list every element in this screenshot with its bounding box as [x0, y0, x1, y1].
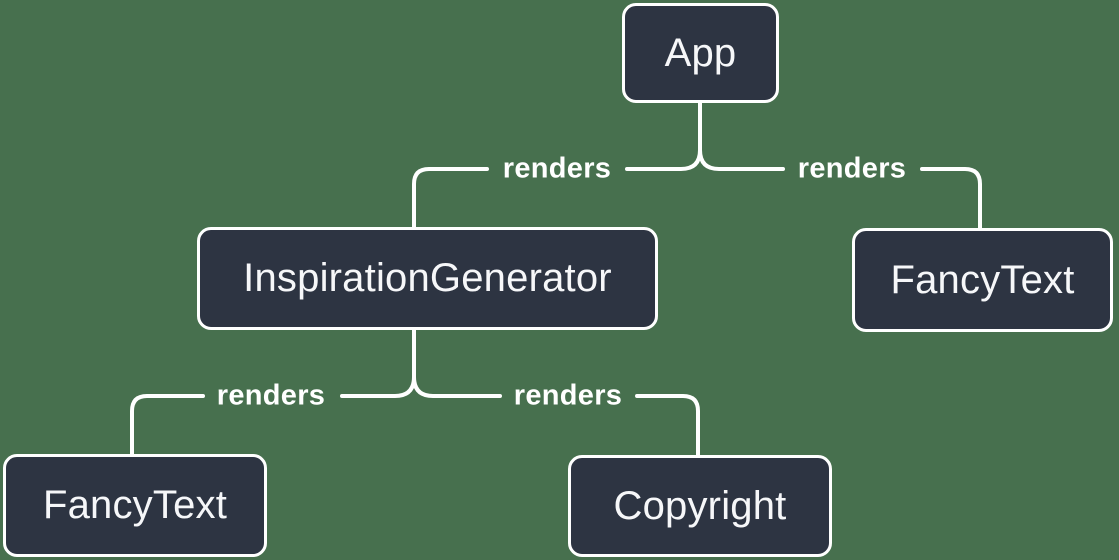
node-fancytext-top: FancyText [852, 228, 1113, 332]
edge-label-app-fancytext: renders [797, 152, 907, 185]
node-copyright: Copyright [568, 455, 832, 557]
edge-app-inspirationgenerator-segment-b [412, 167, 489, 229]
node-app-label: App [664, 30, 737, 75]
edge-label-inspirationgenerator-copyright: renders [513, 379, 623, 412]
node-fancytext-bottom: FancyText [3, 454, 267, 557]
edge-app-inspirationgenerator-segment-a [625, 101, 702, 171]
node-app: App [622, 3, 779, 103]
node-inspiration-generator: InspirationGenerator [197, 227, 658, 330]
edge-label-inspirationgenerator-fancytext: renders [216, 379, 326, 412]
edge-app-fancytext-segment-a [698, 101, 785, 171]
node-copyright-label: Copyright [613, 483, 787, 528]
edge-inspirationgenerator-copyright-segment-a [412, 328, 502, 398]
edge-label-app-inspirationgenerator: renders [502, 152, 612, 185]
node-fancytext-top-label: FancyText [890, 257, 1075, 302]
edge-app-fancytext-segment-b [920, 167, 982, 230]
node-inspiration-generator-label: InspirationGenerator [243, 256, 612, 300]
node-fancytext-bottom-label: FancyText [42, 483, 228, 527]
edge-inspirationgenerator-copyright-segment-b [635, 394, 700, 457]
edge-inspirationgenerator-fancytext-segment-b [130, 394, 205, 456]
edge-inspirationgenerator-fancytext-segment-a [340, 328, 416, 398]
